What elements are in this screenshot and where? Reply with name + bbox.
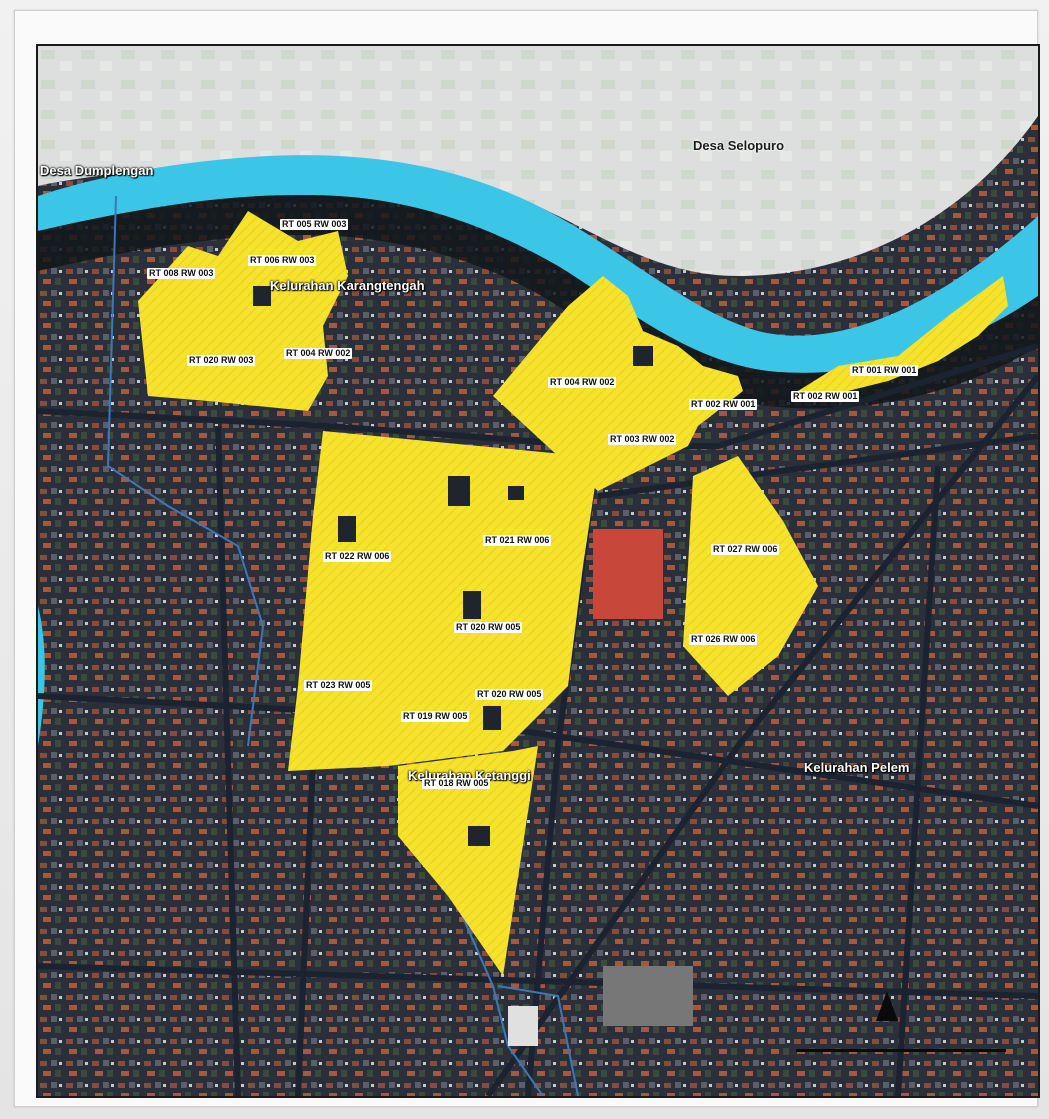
rt-label: RT 005 RW 003 [280,219,349,230]
river [38,155,1038,373]
zone-rw-002 [493,276,743,491]
rt-label: RT 006 RW 003 [248,255,317,266]
open-field [603,966,693,1026]
map-canvas [38,46,1038,1096]
rt-label: RT 019 RW 005 [401,711,470,722]
farmland-area [38,46,1038,276]
north-arrow-icon [876,991,898,1021]
rt-label: RT 003 RW 002 [608,434,677,445]
rt-label: RT 020 RW 005 [475,689,544,700]
river-west [38,606,45,746]
rt-label: RT 002 RW 001 [791,391,860,402]
rt-label: RT 001 RW 001 [850,365,919,376]
rt-label: RT 026 RW 006 [689,634,758,645]
rt-label: RT 020 RW 005 [454,622,523,633]
scale-bar-icon [796,1049,1006,1052]
red-roof-building [593,529,663,619]
rt-label: RT 022 RW 006 [323,551,392,562]
rt-label: RT 023 RW 005 [304,680,373,691]
rt-label: RT 018 RW 005 [422,778,491,789]
rt-label: RT 027 RW 006 [711,544,780,555]
satellite-map[interactable]: Desa Dumplengan Desa Selopuro Kelurahan … [36,44,1040,1098]
rt-label: RT 008 RW 003 [147,268,216,279]
rt-label: RT 021 RW 006 [483,535,552,546]
building-footprints [253,286,653,846]
rt-label: RT 004 RW 002 [548,377,617,388]
building [508,1006,538,1046]
zone-ketanggi-south [398,746,538,976]
rt-label: RT 020 RW 003 [187,355,256,366]
riverbank-vegetation [38,195,1038,409]
rt-label: RT 002 RW 001 [689,399,758,410]
rt-label: RT 004 RW 002 [284,348,353,359]
